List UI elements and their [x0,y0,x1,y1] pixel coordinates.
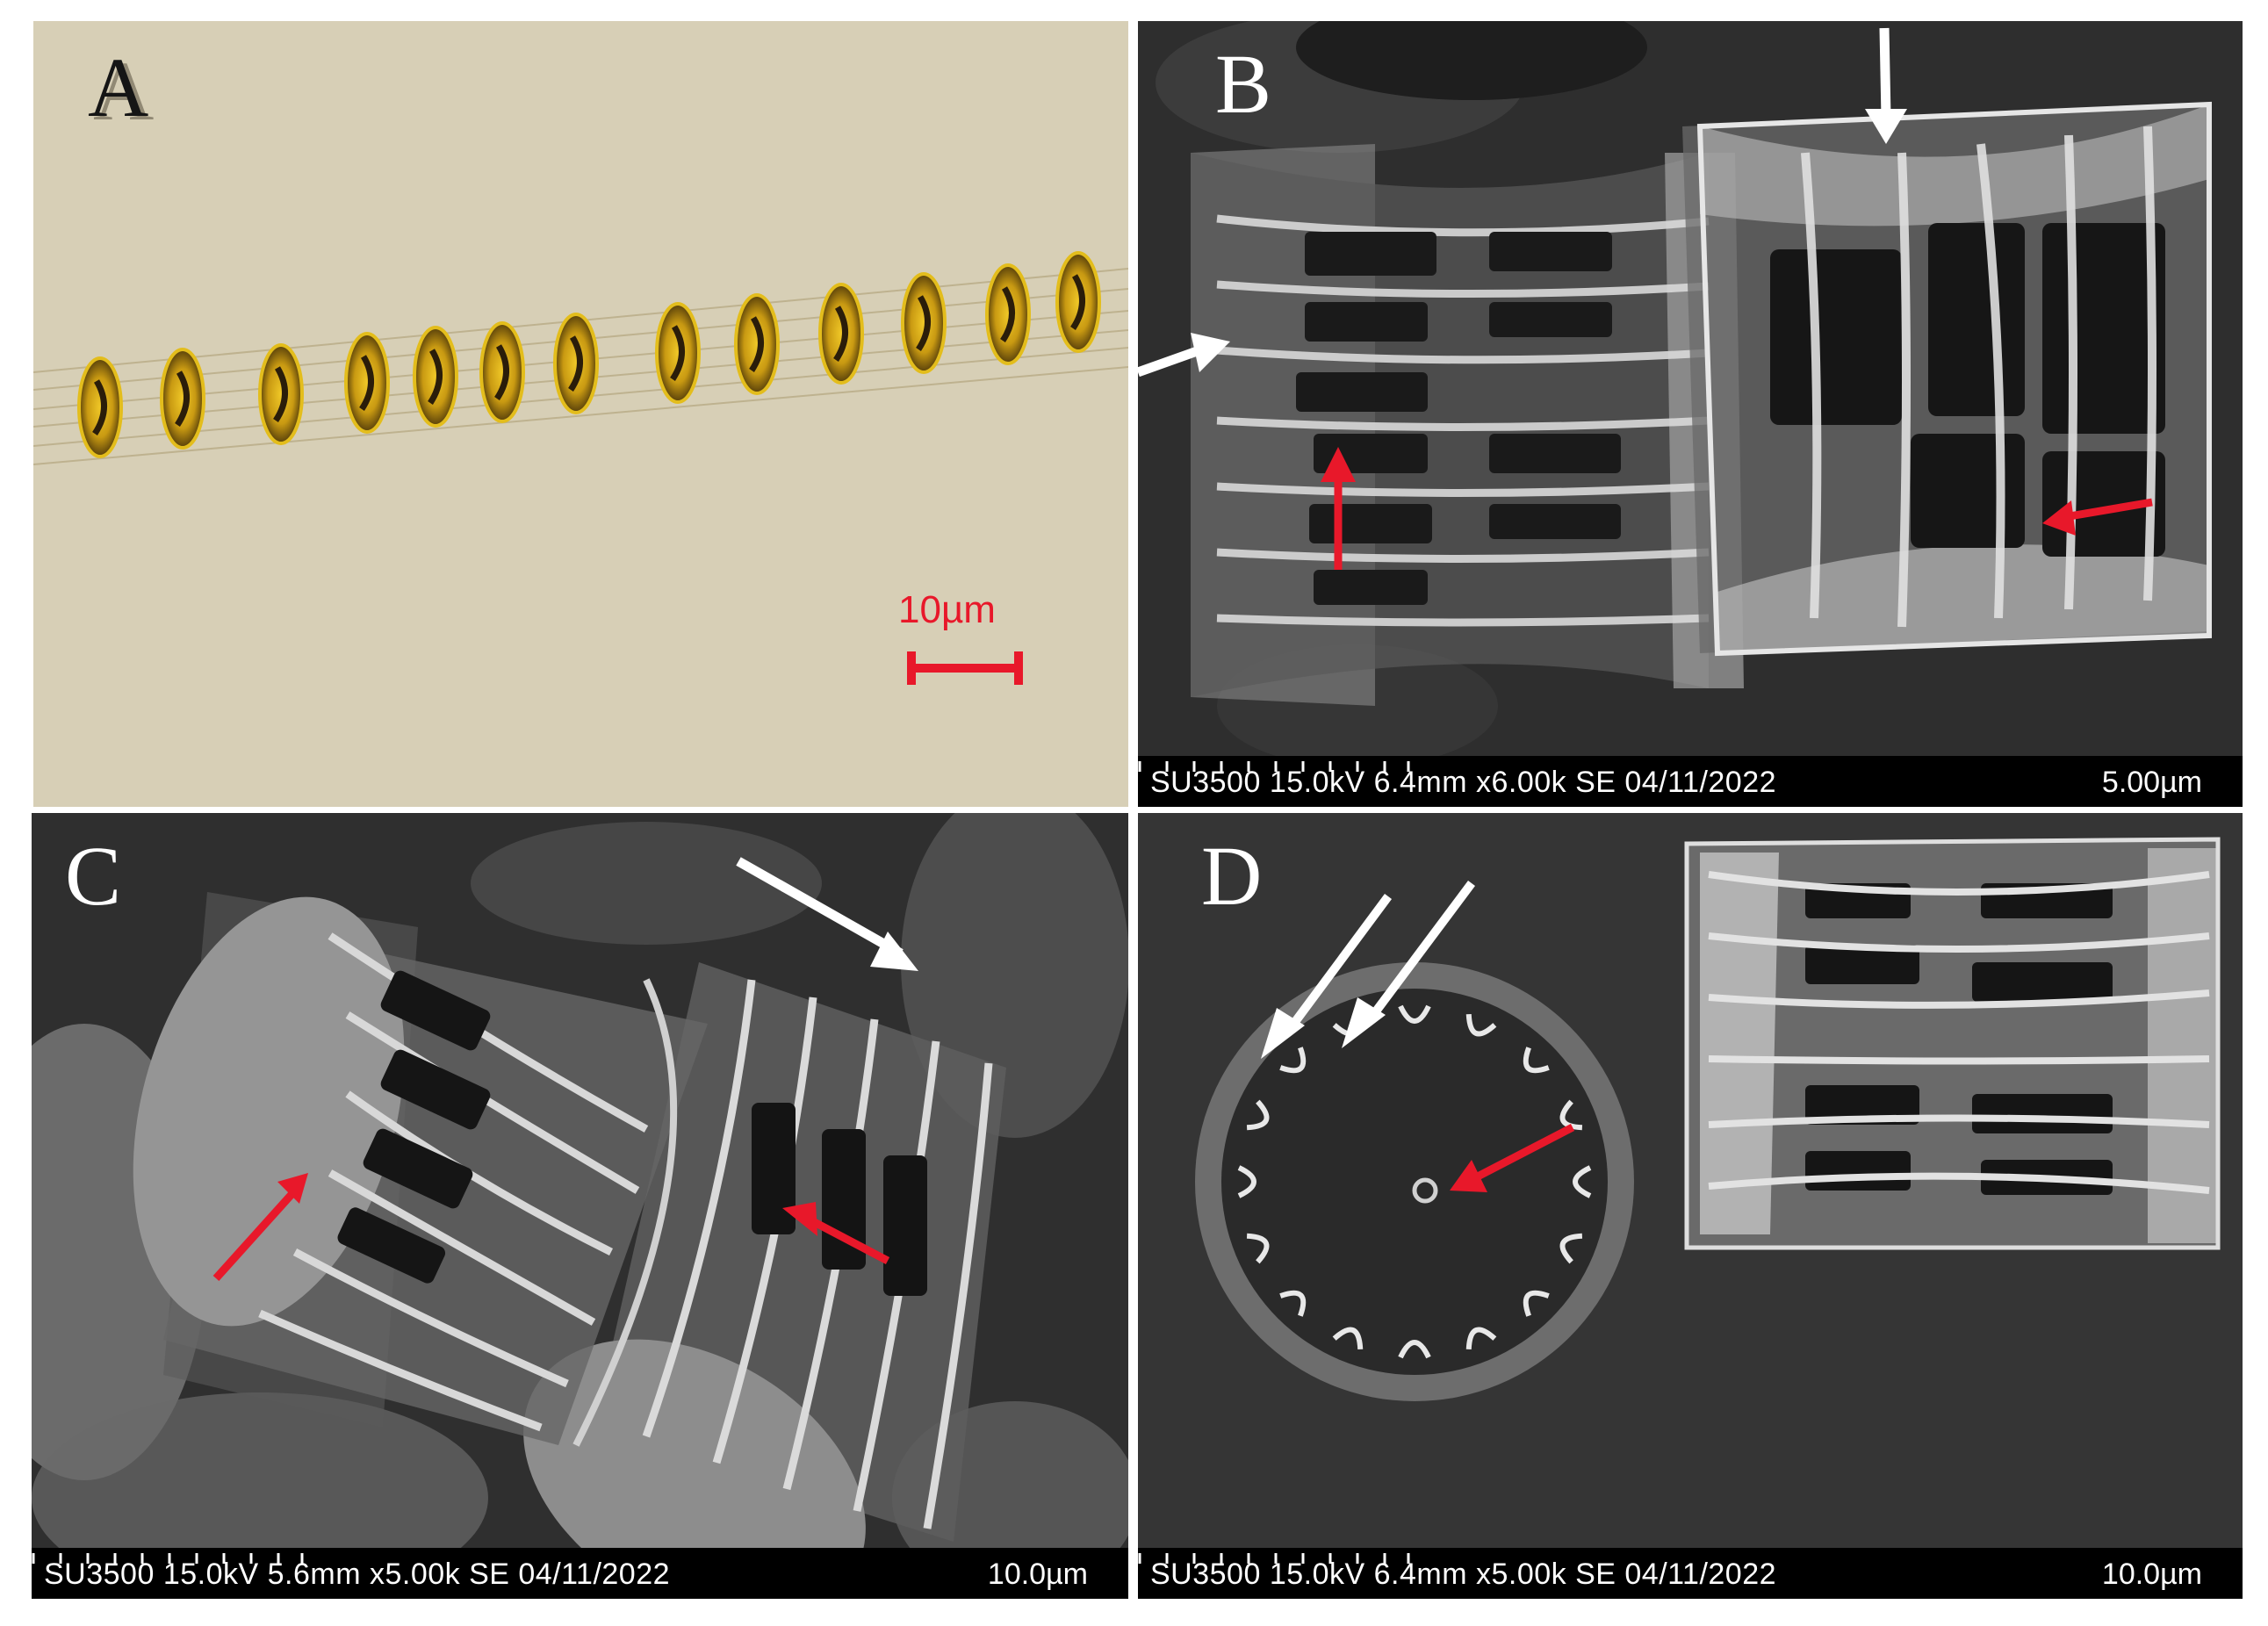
white-arrows-d [1261,881,1476,1059]
marginal-process [1465,1013,1497,1037]
cell-chloroplast [273,366,288,422]
marginal-process [1246,1233,1270,1264]
sem-info-bar-d: SU3500 15.0kV 6.4mm x5.00k SE 04/11/2022… [1138,1548,2243,1599]
panel-c-sem-micrograph: C SU3500 15.0kV 5.6mm x5.00k SE 04/11/20… [32,813,1128,1599]
cell-chloroplast [833,306,848,362]
sem-metadata-b: SU3500 15.0kV 6.4mm x6.00k SE 04/11/2022 [1150,766,1777,799]
marginal-process [1398,1004,1431,1024]
frustule-c-left [133,892,708,1447]
cell-chloroplast [359,355,374,411]
panel-letter-c: C [65,829,122,923]
diatom-cell [655,302,701,404]
cell-chloroplast [92,379,107,435]
panel-b-image [1138,21,2243,807]
diatom-cell [901,272,947,374]
diatom-cell [553,313,599,414]
diatom-cell [479,321,525,423]
cell-chloroplast [1000,286,1015,342]
scale-bar-label-a: 10µm [898,588,996,631]
marginal-process [1279,1290,1307,1317]
marginal-process [1398,1340,1431,1359]
marginal-process [1279,1047,1307,1074]
marginal-process [1523,1290,1550,1317]
marginal-process [1465,1327,1497,1350]
scale-label-d: 10.0µm [2101,1558,2202,1591]
marginal-process [1523,1047,1550,1074]
diatom-cell [734,293,780,395]
marginal-process [1332,1327,1364,1350]
diatom-cell [1055,251,1101,353]
diatom-cell [160,348,205,450]
marginal-process [1559,1099,1583,1131]
scale-bar-a: 10µm [898,588,1039,694]
panel-a-light-micrograph: A 10µm [33,21,1128,807]
white-arrow-c [736,857,918,971]
panel-letter-b: B [1215,37,1272,131]
marginal-process [1237,1165,1256,1198]
sem-info-bar-b: SU3500 15.0kV 6.4mm x6.00k SE 04/11/2022… [1138,756,2243,807]
red-arrow-d [1450,1124,1575,1192]
cell-chloroplast [749,316,764,372]
white-arrows-b [1138,27,1907,378]
cell-chloroplast [428,349,443,405]
cell-chloroplast [670,325,685,381]
scale-ticks-c [32,1553,304,1564]
frustule-d-girdle [1684,837,2221,1250]
sem-metadata-d: SU3500 15.0kV 6.4mm x5.00k SE 04/11/2022 [1150,1558,1777,1591]
frustule-right [1682,101,2212,657]
diatom-cell [818,283,864,385]
sem-metadata-c: SU3500 15.0kV 5.6mm x5.00k SE 04/11/2022 [44,1558,671,1591]
diatom-cell [258,343,304,445]
red-arrows-c [212,1173,890,1282]
scale-bar-line-a [907,651,1023,685]
marginal-process [1573,1165,1592,1198]
sem-info-bar-c: SU3500 15.0kV 5.6mm x5.00k SE 04/11/2022… [32,1548,1128,1599]
scale-label-b: 5.00µm [2101,766,2202,799]
marginal-process [1559,1233,1583,1264]
panel-letter-d: D [1201,829,1263,923]
panel-d-image [1138,813,2243,1599]
diatom-cell [985,263,1031,365]
red-arrows-b [1321,447,2153,570]
cell-chloroplast [175,371,190,427]
diatom-cells [77,251,1101,458]
scale-ticks-d [1138,1553,1410,1564]
panel-c-image [32,813,1128,1599]
panel-a-image [33,21,1128,807]
diatom-cell [413,326,458,428]
panel-b-sem-micrograph: B SU3500 15.0kV 6.4mm x6.00k SE 04/11/20… [1138,21,2243,807]
cell-chloroplast [494,344,509,400]
diatom-cell [344,332,390,434]
scale-ticks-b [1138,761,1410,772]
marginal-process [1246,1099,1270,1131]
panel-letter-a: A [88,40,149,134]
diatom-cell [77,356,123,458]
panel-d-sem-micrograph: D SU3500 15.0kV 6.4mm x5.00k SE 04/11/20… [1138,813,2243,1599]
cell-chloroplast [916,295,931,351]
scale-label-c: 10.0µm [987,1558,1088,1591]
cell-chloroplast [568,335,583,392]
frustule-left [1191,144,1744,706]
cell-chloroplast [1070,274,1085,330]
valve-face [1195,962,1634,1401]
